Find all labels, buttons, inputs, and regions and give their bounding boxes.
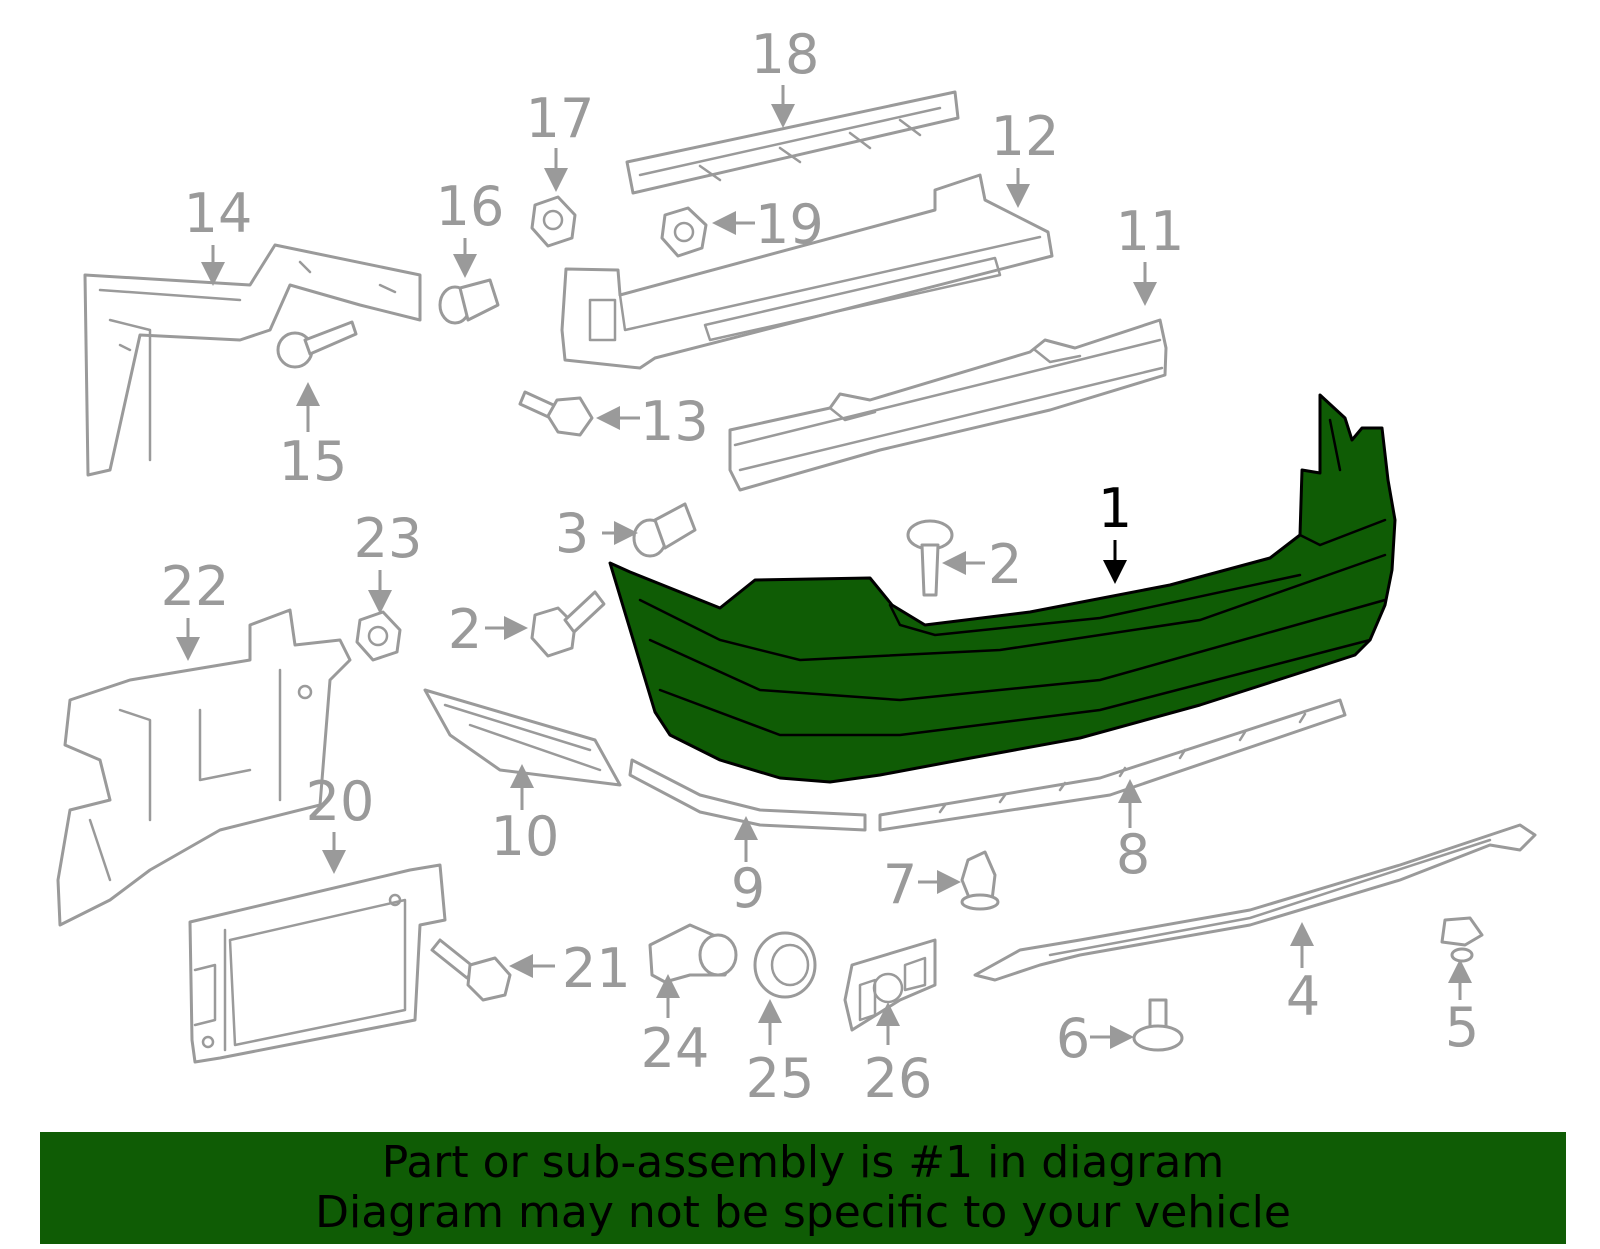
part-11-absorber [728, 318, 1168, 492]
banner-line-2: Diagram may not be specific to your vehi… [315, 1187, 1291, 1238]
callout-5[interactable]: 5 [1445, 996, 1479, 1059]
part-13-bolt [518, 390, 594, 437]
part-10-trim [423, 688, 622, 787]
part-1-bumper-cover[interactable] [608, 393, 1397, 784]
callout-24[interactable]: 24 [641, 1017, 710, 1080]
part-2a-screw [906, 519, 954, 597]
callout-26[interactable]: 26 [864, 1047, 933, 1110]
part-14-side-bracket [83, 243, 422, 477]
callout-1[interactable]: 1 [1098, 477, 1132, 540]
part-9-trim-strip [628, 758, 867, 832]
callout-6[interactable]: 6 [1056, 1007, 1090, 1070]
info-banner: Part or sub-assembly is #1 in diagram Di… [40, 1132, 1566, 1244]
callout-20[interactable]: 20 [306, 770, 375, 833]
part-7-push-clip [960, 850, 1000, 911]
callout-12[interactable]: 12 [991, 105, 1060, 168]
callout-19[interactable]: 19 [755, 193, 824, 256]
part-15-bolt [276, 320, 358, 369]
part-22-bracket [56, 608, 352, 927]
callout-2a[interactable]: 2 [988, 533, 1022, 596]
callout-10[interactable]: 10 [491, 805, 560, 868]
leaders [176, 85, 1472, 1049]
part-8-trim-strip [878, 698, 1347, 832]
callout-13[interactable]: 13 [640, 390, 709, 453]
part-19-nut [660, 206, 708, 258]
part-16-clip [438, 278, 500, 325]
callout-14[interactable]: 14 [184, 182, 253, 245]
part-6-screw [1132, 998, 1184, 1052]
part-21-bolt [430, 938, 512, 1002]
callout-22[interactable]: 22 [161, 555, 230, 618]
part-20-module [188, 863, 447, 1064]
callout-16[interactable]: 16 [436, 175, 505, 238]
callout-15[interactable]: 15 [279, 430, 348, 493]
callout-9[interactable]: 9 [731, 857, 765, 920]
part-18-bracket-strip [625, 90, 960, 195]
banner-line-1: Part or sub-assembly is #1 in diagram [381, 1137, 1225, 1188]
callout-4[interactable]: 4 [1286, 965, 1320, 1028]
part-3-clip [632, 502, 697, 558]
callout-23[interactable]: 23 [354, 507, 423, 570]
callout-numbers: 1 18 12 11 14 17 16 19 15 13 3 2 2 23 22… [161, 23, 1480, 1110]
part-23-nut [355, 610, 402, 662]
part-5-clip [1440, 916, 1484, 963]
part-25-grommet [753, 931, 817, 999]
callout-3[interactable]: 3 [555, 502, 589, 565]
part-2b-bolt [530, 590, 606, 658]
callout-2b[interactable]: 2 [448, 598, 482, 661]
callout-11[interactable]: 11 [1116, 200, 1185, 263]
part-24-sensor [648, 923, 738, 984]
callout-21[interactable]: 21 [562, 937, 631, 1000]
callout-7[interactable]: 7 [883, 853, 917, 916]
part-26-sensor-bracket [843, 938, 937, 1032]
part-12-reinforcement [560, 173, 1054, 370]
callout-25[interactable]: 25 [746, 1047, 815, 1110]
callout-8[interactable]: 8 [1116, 823, 1150, 886]
callout-17[interactable]: 17 [526, 87, 595, 150]
part-4-valance [973, 823, 1537, 982]
part-17-nut [530, 195, 577, 248]
callout-18[interactable]: 18 [751, 23, 820, 86]
